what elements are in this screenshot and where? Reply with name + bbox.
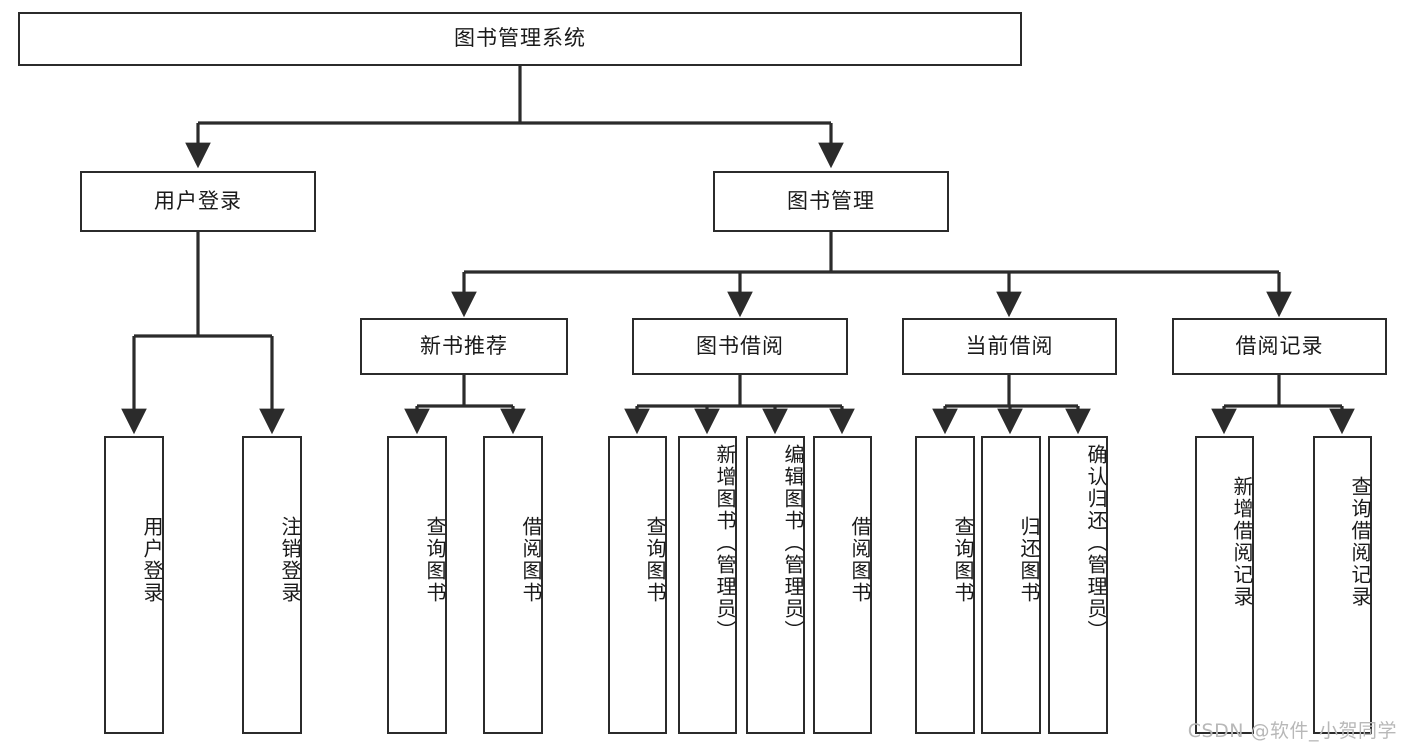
leaf-edit-book-admin[interactable]: 编辑图书（管理员） [746, 436, 805, 734]
node-label: 借阅记录 [1235, 333, 1324, 358]
leaf-logout-login[interactable]: 注销登录 [242, 436, 302, 734]
node-label: 图书借阅 [696, 333, 784, 358]
node-label: 图书管理系统 [454, 26, 586, 51]
node-label: 确认归还（管理员） [1084, 444, 1108, 642]
node-current-borrow[interactable]: 当前借阅 [902, 318, 1117, 375]
node-label: 查询图书 [643, 516, 667, 604]
leaf-query-book-recommend[interactable]: 查询图书 [387, 436, 447, 734]
node-label: 用户登录 [154, 188, 242, 213]
node-new-book-recommend[interactable]: 新书推荐 [360, 318, 568, 375]
csdn-watermark: CSDN @软件_小贺同学 [1187, 720, 1397, 742]
leaf-borrow-book-recommend[interactable]: 借阅图书 [483, 436, 543, 734]
node-label: 新增借阅记录 [1230, 476, 1254, 608]
node-label: 借阅图书 [848, 516, 872, 604]
leaf-query-book-borrow[interactable]: 查询图书 [608, 436, 667, 734]
node-label: 注销登录 [278, 516, 302, 604]
node-label: 查询图书 [423, 516, 447, 604]
leaf-query-book-current[interactable]: 查询图书 [915, 436, 975, 734]
node-label: 新增图书（管理员） [713, 444, 737, 642]
node-borrow-record[interactable]: 借阅记录 [1172, 318, 1387, 375]
node-label: 图书管理 [787, 188, 875, 213]
node-book-borrow[interactable]: 图书借阅 [632, 318, 848, 375]
node-label: 查询图书 [951, 516, 975, 604]
node-label: 借阅图书 [519, 516, 543, 604]
node-user-login[interactable]: 用户登录 [80, 171, 316, 232]
node-label: 归还图书 [1017, 516, 1041, 604]
leaf-add-borrow-record[interactable]: 新增借阅记录 [1195, 436, 1254, 734]
leaf-confirm-return-admin[interactable]: 确认归还（管理员） [1048, 436, 1108, 734]
leaf-query-borrow-record[interactable]: 查询借阅记录 [1313, 436, 1372, 734]
leaf-borrow-book[interactable]: 借阅图书 [813, 436, 872, 734]
node-label: 新书推荐 [420, 333, 508, 358]
leaf-user-login[interactable]: 用户登录 [104, 436, 164, 734]
node-label: 编辑图书（管理员） [781, 444, 805, 642]
node-label: 查询借阅记录 [1348, 476, 1372, 608]
node-label: 当前借阅 [965, 333, 1054, 358]
leaf-add-book-admin[interactable]: 新增图书（管理员） [678, 436, 737, 734]
node-label: 用户登录 [140, 516, 164, 604]
node-book-management-system[interactable]: 图书管理系统 [18, 12, 1022, 66]
leaf-return-book[interactable]: 归还图书 [981, 436, 1041, 734]
node-book-manage[interactable]: 图书管理 [713, 171, 949, 232]
